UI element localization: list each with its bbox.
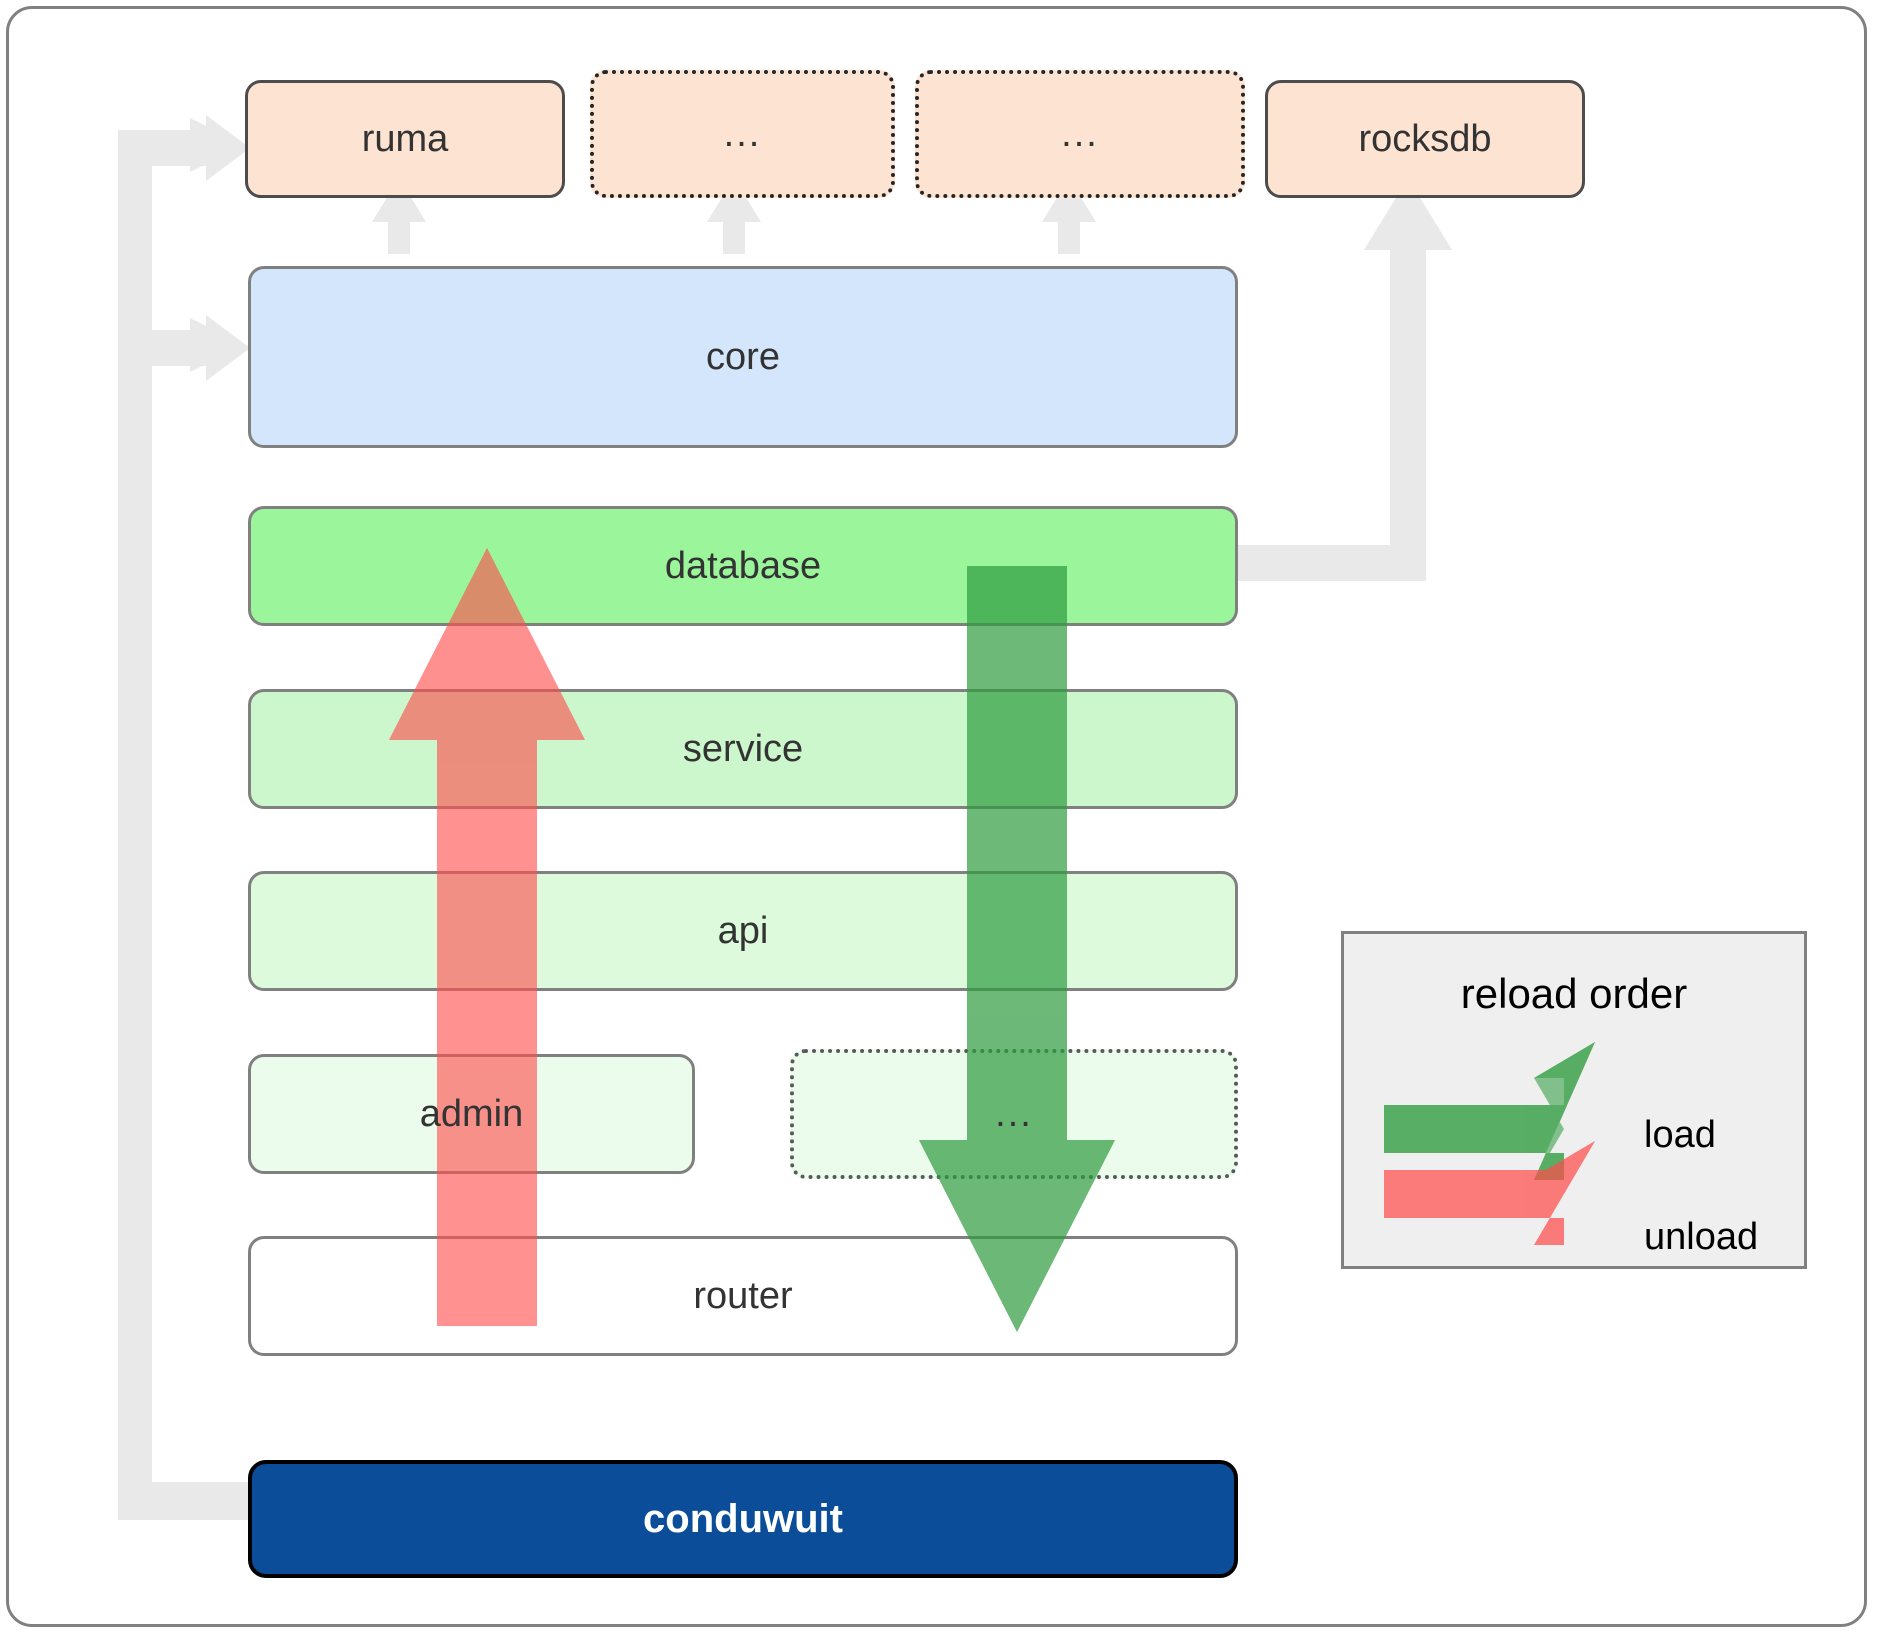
diagram-frame xyxy=(6,6,1867,1627)
layer-box-more[interactable]: ... xyxy=(790,1049,1238,1179)
core-box[interactable]: core xyxy=(248,266,1238,448)
layer-box-api[interactable]: api xyxy=(248,871,1238,991)
dependency-label-rocksdb: rocksdb xyxy=(1358,117,1492,160)
layer-box-admin[interactable]: admin xyxy=(248,1054,695,1174)
dependency-box-rocksdb[interactable]: rocksdb xyxy=(1265,80,1585,198)
dependency-box-2[interactable]: ... xyxy=(590,70,895,198)
layer-label-service: service xyxy=(682,727,804,770)
layer-label-admin: admin xyxy=(419,1092,524,1135)
layer-label-router: router xyxy=(693,1274,793,1317)
dependency-box-ruma[interactable]: ruma xyxy=(245,80,565,198)
dependency-label-2: ... xyxy=(723,113,762,155)
legend-panel: reload order load unload xyxy=(1341,931,1807,1269)
legend-arrow-glyphs xyxy=(1384,1042,1595,1245)
legend-label-load: load xyxy=(1644,1114,1716,1156)
layer-box-router[interactable]: router xyxy=(248,1236,1238,1356)
layer-label-api: api xyxy=(717,909,769,952)
layer-label-more: ... xyxy=(995,1093,1033,1135)
core-label: core xyxy=(706,335,780,378)
layer-label-database: database xyxy=(664,544,822,587)
root-label-conduwuit: conduwuit xyxy=(643,1496,843,1541)
dependency-label-ruma: ruma xyxy=(361,117,449,160)
root-box-conduwuit[interactable]: conduwuit xyxy=(248,1460,1238,1578)
legend-title: reload order xyxy=(1460,970,1688,1017)
dependency-label-3: ... xyxy=(1061,113,1099,155)
legend-label-unload: unload xyxy=(1644,1216,1759,1258)
dependency-box-3[interactable]: ... xyxy=(915,70,1245,198)
layer-box-database[interactable]: database xyxy=(248,506,1238,626)
layer-box-service[interactable]: service xyxy=(248,689,1238,809)
